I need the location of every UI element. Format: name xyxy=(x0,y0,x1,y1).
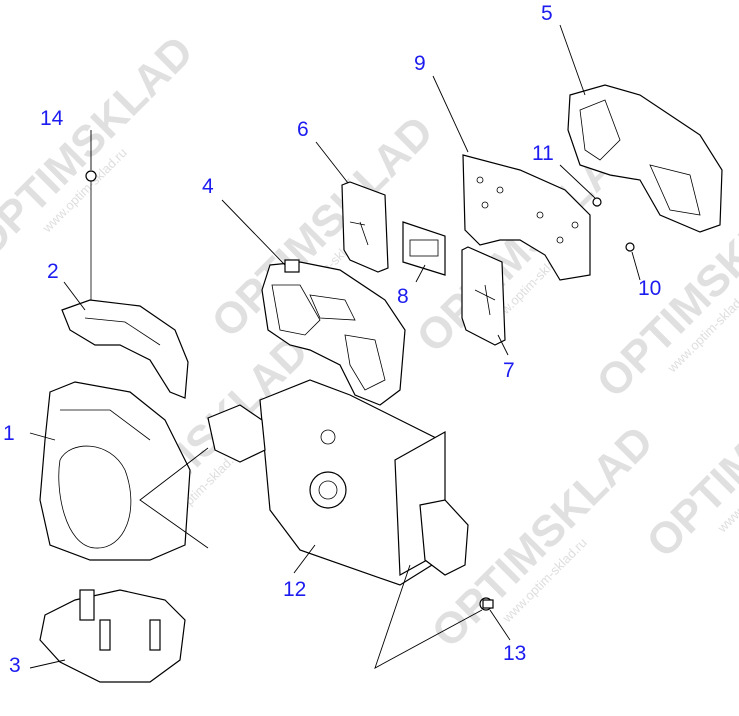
callout-7: 7 xyxy=(503,359,515,382)
callout-12: 12 xyxy=(283,578,306,601)
callout-1: 1 xyxy=(3,422,15,445)
callout-11: 11 xyxy=(532,142,554,165)
part-10-screw xyxy=(625,242,635,252)
callout-4: 4 xyxy=(202,175,214,198)
part-1-lower-cover xyxy=(39,381,191,561)
part-6-gauge-plate xyxy=(341,181,389,273)
callout-2: 2 xyxy=(47,260,59,283)
part-11-screw xyxy=(592,197,602,207)
part-12-switch-assembly xyxy=(207,379,469,586)
part-8-module xyxy=(402,221,446,276)
callout-14: 14 xyxy=(40,107,64,130)
part-7-gauge-plate xyxy=(461,246,506,346)
part-14-screw xyxy=(85,170,97,310)
part-3-bracket xyxy=(39,589,186,683)
callout-3: 3 xyxy=(9,654,21,677)
callout-8: 8 xyxy=(397,285,409,308)
callout-6: 6 xyxy=(297,118,309,141)
part-2-upper-cover xyxy=(61,299,189,399)
callout-9: 9 xyxy=(414,52,426,75)
callout-10: 10 xyxy=(638,277,661,300)
part-4-housing xyxy=(261,259,406,406)
callout-13: 13 xyxy=(503,642,526,665)
callout-5: 5 xyxy=(541,2,553,25)
part-9-circuit-board xyxy=(462,154,591,281)
part-13-bolt xyxy=(479,597,494,611)
watermark-brand: OPTIMSKLAD xyxy=(0,27,203,267)
leader-lines xyxy=(29,24,641,669)
part-5-rear-case xyxy=(567,84,723,233)
callout-labels: 1 2 3 4 5 6 7 8 9 10 11 12 13 14 xyxy=(3,2,661,677)
